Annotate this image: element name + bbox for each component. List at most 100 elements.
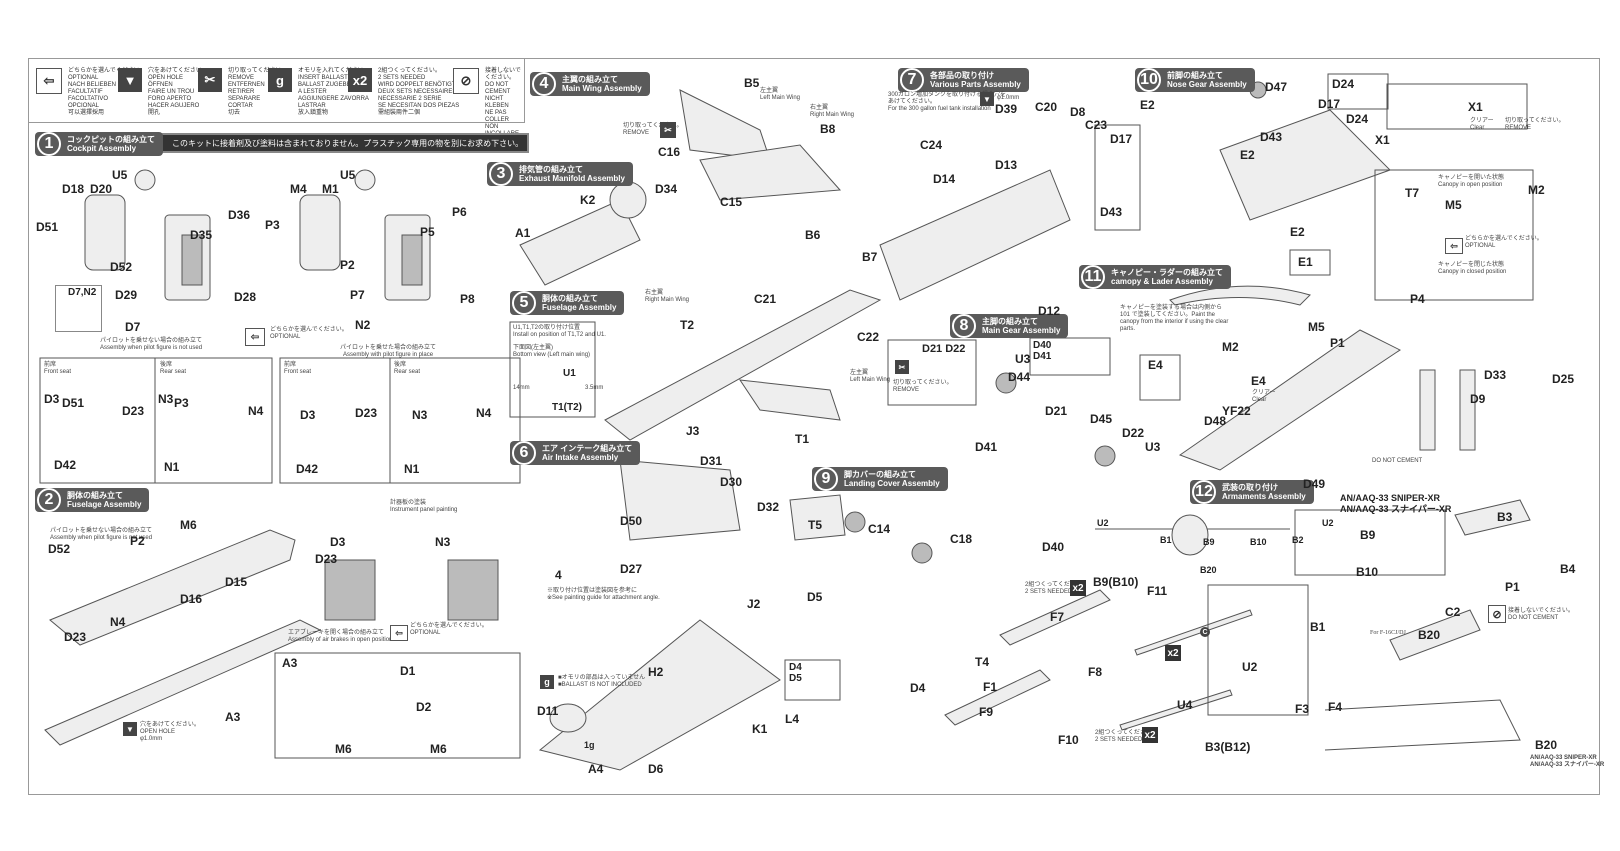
part-label: U2 bbox=[1097, 518, 1109, 528]
landing-cover-drawing bbox=[789, 494, 846, 541]
part-label: P6 bbox=[452, 205, 467, 219]
ballast-note: ■オモリの部品は入っていません ■BALLAST IS NOT INCLUDED bbox=[558, 675, 646, 688]
instruction-sheet-border bbox=[28, 58, 1600, 795]
pilot-figure-drawing bbox=[299, 194, 341, 271]
seat-cushion-drawing bbox=[401, 234, 423, 286]
optional-arrows-icon: ⇦ bbox=[36, 68, 62, 94]
part-label: M5 bbox=[1308, 320, 1325, 334]
part-label: P1 bbox=[1330, 336, 1345, 350]
part-label: B9(B10) bbox=[1093, 575, 1139, 589]
part-label: P2 bbox=[130, 534, 145, 548]
part-label: D27 bbox=[620, 562, 643, 576]
part-label: D9 bbox=[1470, 392, 1486, 406]
legend-optional: ⇦ どちらかを選んでください。 OPTIONAL NACH BELIEBEN F… bbox=[36, 68, 146, 117]
part-label: N3 bbox=[158, 392, 174, 406]
legend-ballast: g オモリを入れてください。 INSERT BALLAST BALLAST ZU… bbox=[268, 68, 370, 117]
inset-title: D21 D22 bbox=[922, 343, 966, 355]
part-label: D21 bbox=[1045, 404, 1068, 418]
no-pilot-panel-frame bbox=[39, 357, 273, 484]
legend-two-sets: x2 2組つくってください。 2 SETS NEEDED WIRD DOPPEL… bbox=[348, 68, 459, 117]
part-label: B20 bbox=[1200, 565, 1217, 575]
do-not-cement-note: 接着しないでください。 DO NOT CEMENT bbox=[1508, 608, 1574, 621]
remove-note: 切り取ってください。 REMOVE bbox=[893, 380, 953, 393]
right-wing-caption: 右主翼 Right Main Wing bbox=[645, 290, 690, 303]
part-label: X1 bbox=[1468, 100, 1483, 114]
fuselage-drawing bbox=[879, 169, 1071, 301]
part-label: D36 bbox=[228, 208, 251, 222]
part-label: D3 bbox=[330, 535, 346, 549]
part-label: D23 bbox=[355, 406, 378, 420]
part-label: D41 bbox=[975, 440, 998, 454]
e2-inset bbox=[1289, 249, 1331, 276]
x1-inset bbox=[1386, 83, 1528, 130]
part-label: C14 bbox=[868, 522, 891, 536]
part-label: D28 bbox=[234, 290, 257, 304]
part-label: D22 bbox=[1122, 426, 1145, 440]
fuselage-drawing bbox=[604, 289, 882, 441]
u1-install-inset bbox=[509, 321, 596, 418]
part-label: B3(B12) bbox=[1205, 740, 1251, 754]
d17-inset bbox=[1094, 124, 1141, 231]
part-label: E1 bbox=[1298, 255, 1313, 269]
part-label: M1 bbox=[322, 182, 339, 196]
remove-icon: ✂ bbox=[198, 68, 222, 92]
part-label: D25 bbox=[1552, 372, 1575, 386]
part-label: T4 bbox=[975, 655, 990, 669]
part-label: U3 bbox=[1145, 440, 1161, 454]
part-label: D8 bbox=[1070, 105, 1086, 119]
main-wheel-drawing bbox=[1094, 445, 1116, 467]
part-label: B6 bbox=[805, 228, 821, 242]
part-label: D29 bbox=[115, 288, 138, 302]
part-label: D18 bbox=[62, 182, 85, 196]
x2-icon: x2 bbox=[1142, 727, 1158, 743]
part-label: M6 bbox=[335, 742, 352, 756]
part-label: A4 bbox=[588, 762, 604, 776]
part-label: U1 bbox=[563, 368, 576, 379]
part-label: C23 bbox=[1085, 118, 1108, 132]
part-label: P1 bbox=[1505, 580, 1520, 594]
part-label: D23 bbox=[315, 552, 338, 566]
part-label: B9 bbox=[1360, 528, 1376, 542]
bottom-view-caption: 下面図(左主翼) Bottom view (Left main wing) bbox=[513, 345, 591, 358]
part-label: P3 bbox=[265, 218, 280, 232]
airbrake-panel-frame bbox=[274, 652, 521, 759]
part-label: E2 bbox=[1140, 98, 1155, 112]
front-seat-caption: 前席 Front seat bbox=[44, 362, 72, 375]
remove-note: 切り取ってください。 REMOVE bbox=[1505, 118, 1565, 131]
instrument-panel-drawing bbox=[447, 559, 499, 621]
part-label: B10 bbox=[1356, 565, 1379, 579]
part-label: P2 bbox=[340, 258, 355, 272]
part-label: D13 bbox=[995, 158, 1018, 172]
wheel-drawing bbox=[911, 542, 933, 564]
part-label: D1 bbox=[400, 664, 416, 678]
helmet-drawing bbox=[134, 169, 156, 191]
do-not-cement-note: DO NOT CEMENT bbox=[1372, 458, 1423, 464]
part-label: B2 bbox=[1292, 535, 1304, 545]
part-label: U2 bbox=[1242, 660, 1258, 674]
part-label: E2 bbox=[1290, 225, 1305, 239]
cockpit-fuselage-drawing bbox=[1178, 329, 1401, 471]
part-label: N3 bbox=[412, 408, 428, 422]
sniper-inset bbox=[1294, 509, 1446, 576]
optional-arrows-icon: ⇦ bbox=[245, 328, 265, 346]
dimension-label: 14mm bbox=[513, 385, 530, 391]
f3-f4-inset bbox=[1207, 584, 1309, 716]
part-label: C24 bbox=[920, 138, 943, 152]
part-label: D23 bbox=[64, 630, 87, 644]
nose-section-drawing bbox=[538, 619, 781, 771]
part-label: P7 bbox=[350, 288, 365, 302]
dimension-label: 3.5mm bbox=[585, 385, 604, 391]
part-label: C21 bbox=[754, 292, 777, 306]
no-pilot-caption: パイロットを乗せない場合の組み立て Assembly when pilot fi… bbox=[100, 338, 203, 351]
part-label: K2 bbox=[580, 193, 596, 207]
part-label: F9 bbox=[979, 705, 994, 719]
b20-pylon-drawing bbox=[1389, 609, 1481, 661]
helmet-drawing bbox=[354, 169, 376, 191]
exhaust-ring-drawing bbox=[609, 181, 647, 219]
ballast-weight-icon: g bbox=[268, 68, 292, 92]
part-label: D42 bbox=[54, 458, 77, 472]
